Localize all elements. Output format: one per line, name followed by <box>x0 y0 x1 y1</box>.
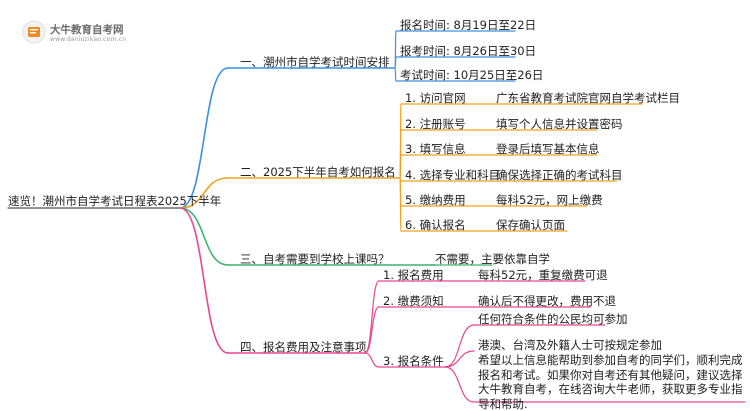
branch-4-child-1: 1. 报名费用 <box>383 268 444 282</box>
branch-2-child-1: 1. 访问官网 <box>405 91 466 105</box>
detail-4-3-1-connector <box>444 324 475 368</box>
branch-connector-2 <box>179 177 229 209</box>
branch-1-child-2: 报考时间: 8月26日至30日 <box>400 44 537 58</box>
branch-2-child-5-detail: 每科52元，网上缴费 <box>496 193 603 207</box>
branch-1-child-1: 报名时间: 8月19日至22日 <box>400 18 537 32</box>
branch-4-child-3-detail-1: 任何符合条件的公民均可参加 <box>478 312 628 326</box>
child-connector-1-3 <box>394 67 397 82</box>
branch-2-child-3-detail: 登录后填写基本信息 <box>496 142 600 156</box>
logo-icon <box>22 20 46 44</box>
branch-4-child-1-detail-1: 每科52元，重复缴费可退 <box>478 268 608 282</box>
branch-2-child-6: 6. 确认报名 <box>405 218 466 232</box>
branch-2-child-2-detail: 填写个人信息并设置密码 <box>496 117 623 131</box>
branch-2-child-5: 5. 缴纳费用 <box>405 193 466 207</box>
branch-4-child-3: 3. 报名条件 <box>383 354 444 368</box>
branch-connector-3 <box>179 207 229 266</box>
branch-2-child-1-detail: 广东省教育考试院官网自学考试栏目 <box>496 91 680 105</box>
branch-connector-4 <box>179 207 229 354</box>
branch-3-label: 三、自考需要到学校上课吗？ <box>240 252 390 266</box>
detail-4-3-3-connector <box>444 366 475 403</box>
child-connector-4-1 <box>364 280 380 354</box>
branch-2-label: 二、2025下半年自考如何报名 <box>240 165 396 179</box>
branch-2-child-3: 3. 填写信息 <box>405 142 466 156</box>
branch-2-child-4: 4. 选择专业和科目 <box>405 168 501 182</box>
root-topic: 速览！潮州市自学考试日程表2025下半年 <box>8 194 222 208</box>
child-connector-2-6 <box>399 177 402 232</box>
logo-url: www.daniuzikao.com.cn <box>50 36 127 43</box>
logo-title: 大牛教育自考网 <box>50 24 124 36</box>
branch-2-child-6-detail: 保存确认页面 <box>496 218 565 232</box>
branch-4-child-2: 2. 缴费须知 <box>383 294 444 308</box>
detail-4-3-2-connector <box>444 350 475 368</box>
branch-3-child-1: 不需要，主要依靠自学 <box>435 252 550 266</box>
branch-2-child-4-detail: 确保选择正确的考试科目 <box>496 168 623 182</box>
child-connector-2-3 <box>399 154 402 179</box>
branch-1-child-3: 考试时间: 10月25日至26日 <box>400 68 544 82</box>
branch-2-child-2: 2. 注册账号 <box>405 117 466 131</box>
site-logo[interactable]: 大牛教育自考网 www.daniuzikao.com.cn <box>22 20 142 50</box>
branch-4-label: 四、报名费用及注意事项 <box>240 340 367 354</box>
branch-connector-1 <box>179 67 229 209</box>
child-connector-4-3 <box>364 352 380 368</box>
branch-1-label: 一、潮州市自学考试时间安排 <box>240 55 390 69</box>
branch-4-child-2-detail-1: 确认后不得更改，费用不退 <box>478 294 616 308</box>
child-connector-4-2 <box>364 306 380 354</box>
branch-4-child-3-detail-2: 港澳、台湾及外籍人士可按规定参加 <box>478 338 662 352</box>
branch-4-child-3-detail-3: 希望以上信息能帮助到参加自考的同学们，顺利完成报名和考试。如果你对自考还有其他疑… <box>478 353 743 411</box>
